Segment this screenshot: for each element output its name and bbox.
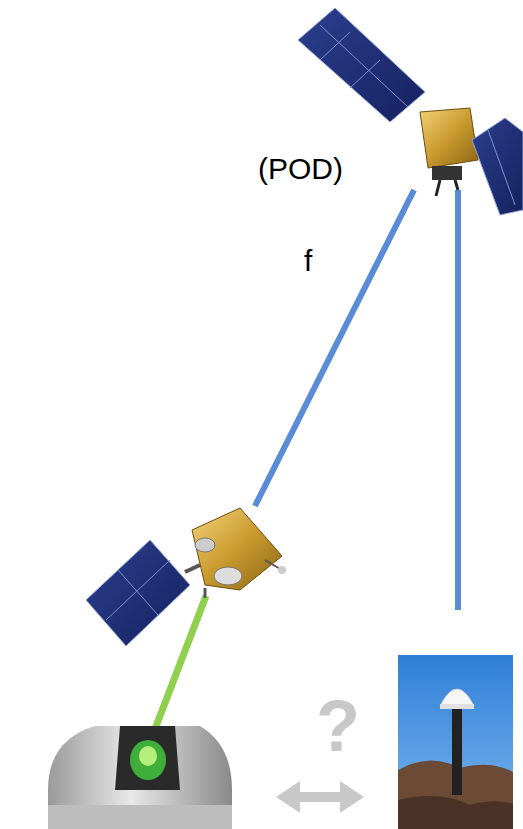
text-fragment: f — [304, 246, 312, 276]
laser-link — [150, 596, 206, 742]
slr-station — [48, 726, 232, 829]
double-arrow — [276, 781, 364, 813]
gnss-link — [255, 190, 458, 610]
leo-satellite — [86, 508, 286, 646]
heading-fragment: (POD) — [258, 154, 343, 184]
question-mark: ? — [316, 690, 360, 762]
gnss-antenna — [398, 655, 513, 829]
